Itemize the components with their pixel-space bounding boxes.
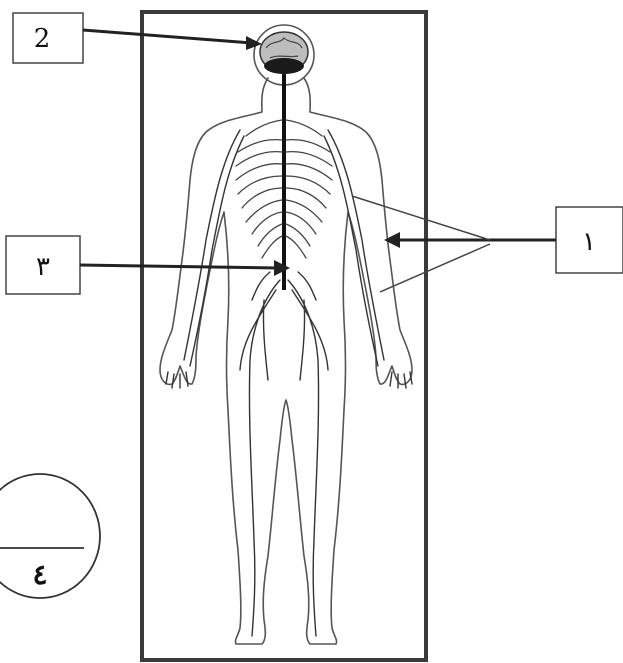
arrow-line-spinal-cord (80, 265, 278, 268)
label-spinal-cord: ٣ (36, 252, 50, 282)
label-brain: 2 (34, 24, 51, 54)
pointer-line-nerves-lower (380, 244, 490, 292)
pointer-line-nerves-upper (352, 196, 490, 240)
arrow-line-brain (83, 30, 252, 43)
peripheral-nerves (166, 130, 412, 636)
score-total: ٤ (32, 558, 47, 591)
label-nerves: ١ (582, 227, 596, 257)
brain-illustration (260, 32, 308, 74)
score-circle (0, 474, 100, 598)
